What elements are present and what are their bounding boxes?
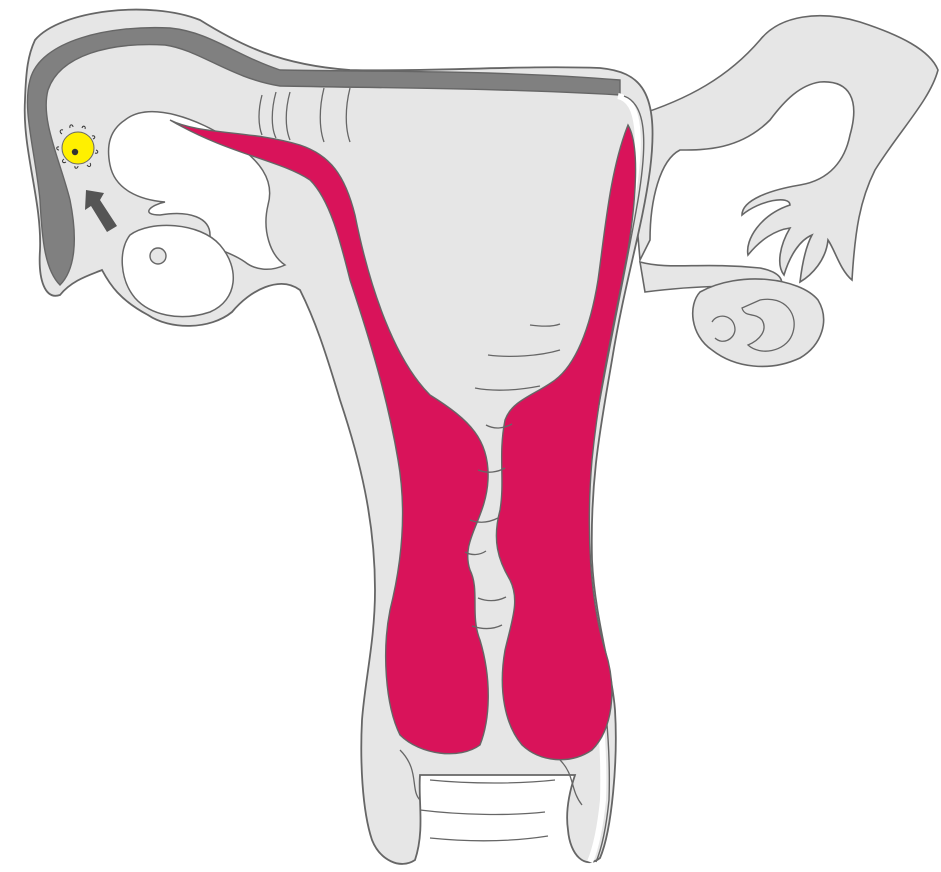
- left-ovary-follicle-dot: [150, 248, 166, 264]
- right-ovary: [693, 279, 824, 366]
- right-fallopian-tube: [628, 16, 938, 282]
